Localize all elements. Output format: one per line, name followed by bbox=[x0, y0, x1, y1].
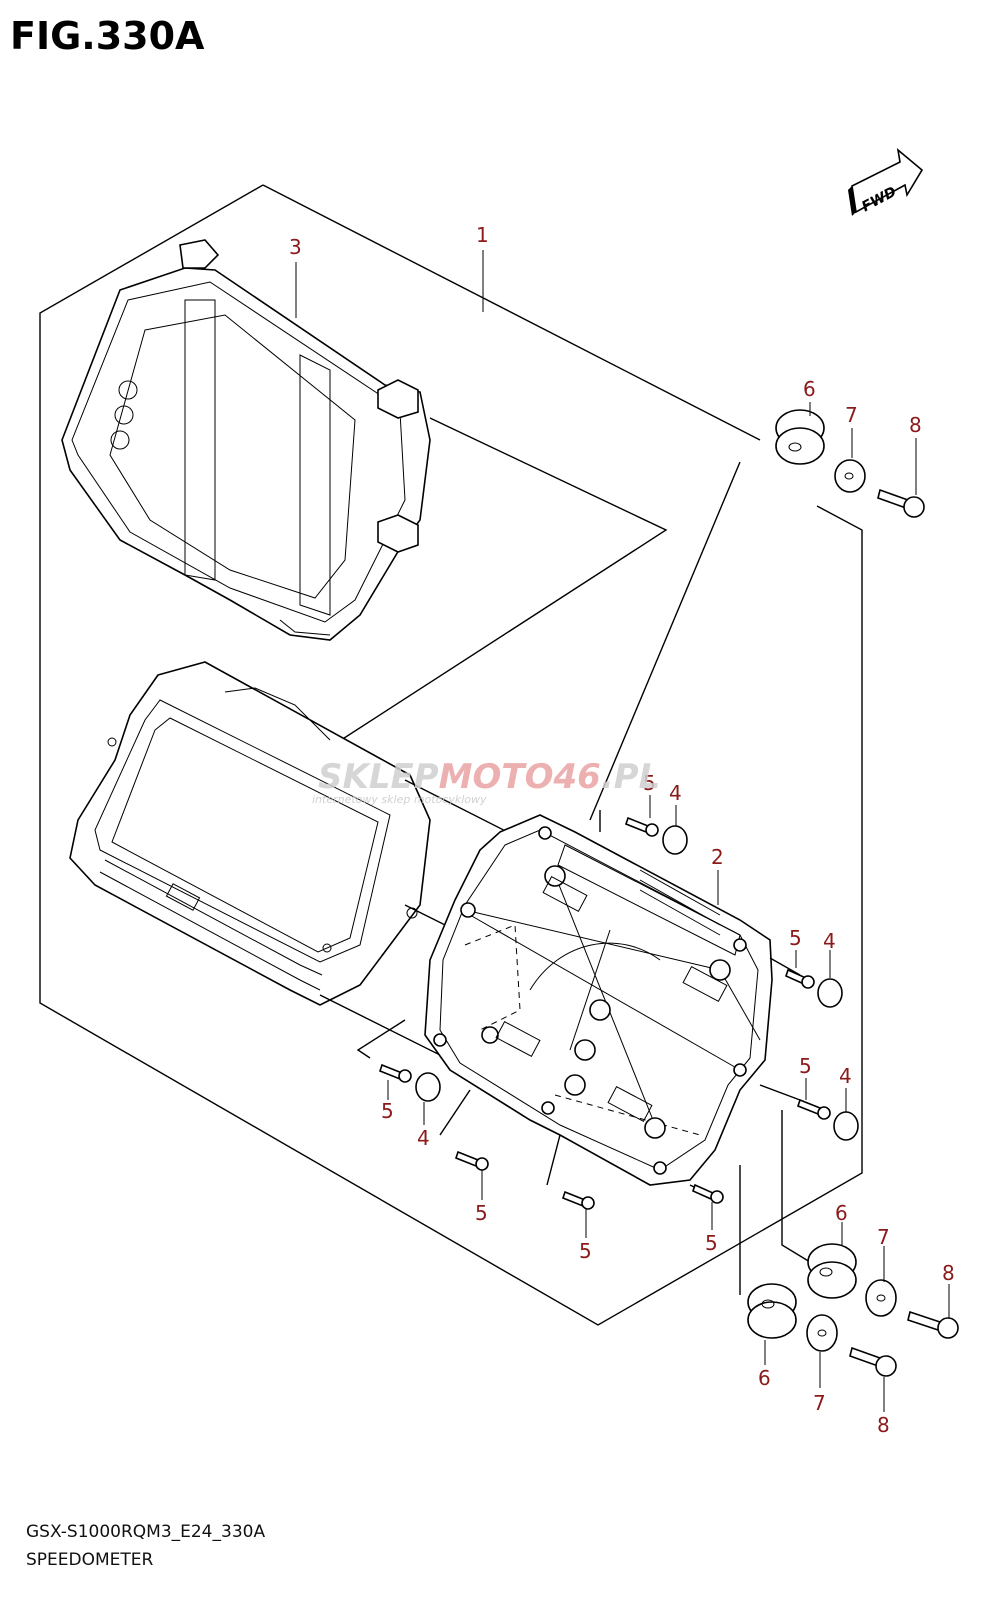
callout-6-top: 6 bbox=[803, 377, 816, 401]
meter-display-unit bbox=[69, 661, 431, 1006]
callout-5-a: 5 bbox=[643, 771, 656, 795]
cap-a bbox=[662, 825, 688, 855]
grommet-top bbox=[775, 409, 825, 465]
screw-small-a bbox=[625, 816, 659, 837]
cap-d bbox=[833, 1111, 859, 1141]
screw-small-b bbox=[785, 968, 815, 989]
washer-right bbox=[865, 1279, 897, 1317]
callout-7-top: 7 bbox=[845, 403, 858, 427]
cap-c bbox=[415, 1072, 441, 1102]
screw-small-d bbox=[797, 1098, 831, 1120]
callout-5-g: 5 bbox=[705, 1231, 718, 1255]
watermark-brand-c: 46 bbox=[553, 757, 601, 797]
cap-b bbox=[817, 978, 843, 1008]
callout-5-f: 5 bbox=[579, 1239, 592, 1263]
screw-small-f bbox=[562, 1190, 595, 1210]
watermark: SKLEPMOTO46.PL internetowy sklep motocyk… bbox=[312, 757, 660, 806]
callout-4-d: 4 bbox=[417, 1126, 430, 1150]
callout-4-b: 4 bbox=[823, 929, 836, 953]
watermark-tagline: internetowy sklep motocyklowy bbox=[312, 793, 487, 806]
svg-text:SKLEPMOTO46.PL: SKLEPMOTO46.PL bbox=[318, 757, 660, 797]
callout-3: 3 bbox=[289, 235, 302, 259]
meter-cover bbox=[61, 239, 431, 641]
callout-2: 2 bbox=[711, 845, 724, 869]
callout-4-a: 4 bbox=[669, 781, 682, 805]
model-code: GSX-S1000RQM3_E24_330A bbox=[26, 1522, 266, 1542]
callout-8-bottom: 8 bbox=[877, 1413, 890, 1437]
watermark-brand-d: .PL bbox=[601, 757, 661, 797]
figure-title: FIG.330A bbox=[10, 14, 205, 58]
callout-6-right: 6 bbox=[835, 1201, 848, 1225]
washer-bottom bbox=[806, 1314, 838, 1352]
callout-7-bottom: 7 bbox=[813, 1391, 826, 1415]
callout-5-e: 5 bbox=[475, 1201, 488, 1225]
screw-bottom bbox=[849, 1346, 897, 1377]
screw-right bbox=[907, 1310, 959, 1339]
assembly-outline bbox=[39, 184, 863, 1326]
callout-5-c: 5 bbox=[799, 1054, 812, 1078]
callout-5-d: 5 bbox=[381, 1099, 394, 1123]
fwd-arrow-icon: FWD bbox=[848, 148, 924, 216]
callout-5-b: 5 bbox=[789, 926, 802, 950]
screw-top bbox=[877, 488, 925, 518]
grommet-bottom bbox=[747, 1283, 797, 1339]
screw-small-c bbox=[379, 1063, 412, 1083]
callout-8-right: 8 bbox=[942, 1261, 955, 1285]
callout-8-top: 8 bbox=[909, 413, 922, 437]
callout-1: 1 bbox=[476, 223, 489, 247]
meter-rear-case bbox=[424, 814, 773, 1186]
screw-small-g bbox=[692, 1183, 724, 1204]
callout-6-bottom: 6 bbox=[758, 1366, 771, 1390]
watermark-brand-a: SKLEP bbox=[318, 757, 439, 797]
washer-top bbox=[834, 459, 866, 493]
grommet-right bbox=[807, 1243, 857, 1299]
callout-7-right: 7 bbox=[877, 1225, 890, 1249]
screw-small-e bbox=[455, 1150, 489, 1171]
watermark-brand-b: MOTO bbox=[439, 757, 554, 797]
callout-4-c: 4 bbox=[839, 1064, 852, 1088]
section-name: SPEEDOMETER bbox=[26, 1550, 154, 1570]
